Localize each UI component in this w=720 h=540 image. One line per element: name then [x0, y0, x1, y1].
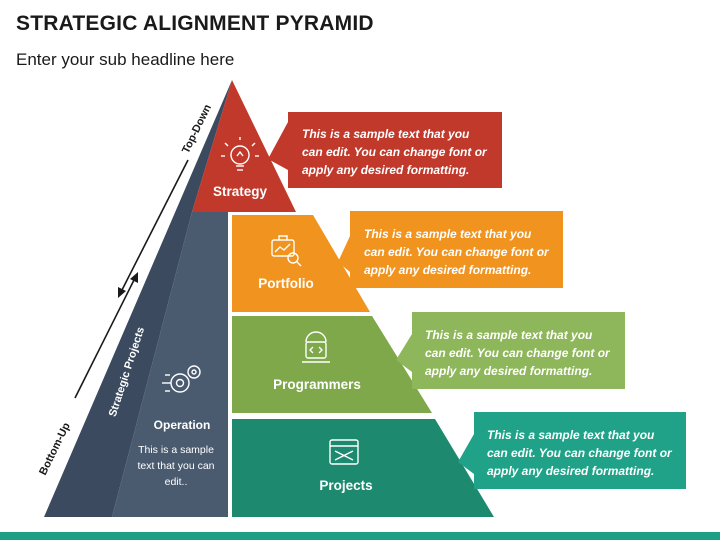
- callout-portfolio-box: [338, 211, 563, 288]
- callout-projects-text: This is a sample text that you can edit.…: [487, 428, 672, 478]
- tier-strategy-label: Strategy: [212, 184, 268, 199]
- operation-face: [112, 212, 228, 517]
- tier-portfolio-shape: [232, 215, 370, 312]
- callout-projects-box: [458, 412, 686, 489]
- callout-strategy-text: This is a sample text that you can edit.…: [302, 127, 487, 177]
- page-subtitle: Enter your sub headline here: [16, 50, 235, 69]
- blueprint-tools-icon: [329, 439, 359, 465]
- page-title: STRATEGIC ALIGNMENT PYRAMID: [16, 12, 374, 35]
- tier-strategy-shape: [192, 80, 296, 212]
- bottom-up-arrow: [74, 272, 138, 399]
- tier-portfolio-label: Portfolio: [258, 276, 314, 291]
- tier-programmers-label: Programmers: [273, 377, 361, 392]
- callout-strategy-box: [268, 112, 502, 188]
- operation-label: Operation: [153, 418, 211, 432]
- callout-programmers-box: [396, 312, 625, 389]
- callout-portfolio-text: This is a sample text that you can edit.…: [364, 227, 549, 277]
- top-down-arrow: [118, 159, 189, 298]
- pyramid-left-face: [44, 80, 232, 517]
- gears-icon: [162, 365, 201, 393]
- briefcase-chart-icon: [271, 235, 302, 267]
- callout-programmers-text: This is a sample text that you can edit.…: [425, 328, 610, 378]
- tier-programmers-shape: [232, 316, 432, 413]
- operation-text: This is a sample text that you can edit.…: [137, 444, 215, 488]
- lightbulb-icon: [221, 137, 259, 171]
- tier-projects-label: Projects: [319, 478, 373, 493]
- tier-projects-shape: [232, 419, 494, 517]
- bottom-accent-bar: [0, 532, 720, 540]
- laptop-code-icon: [302, 331, 330, 363]
